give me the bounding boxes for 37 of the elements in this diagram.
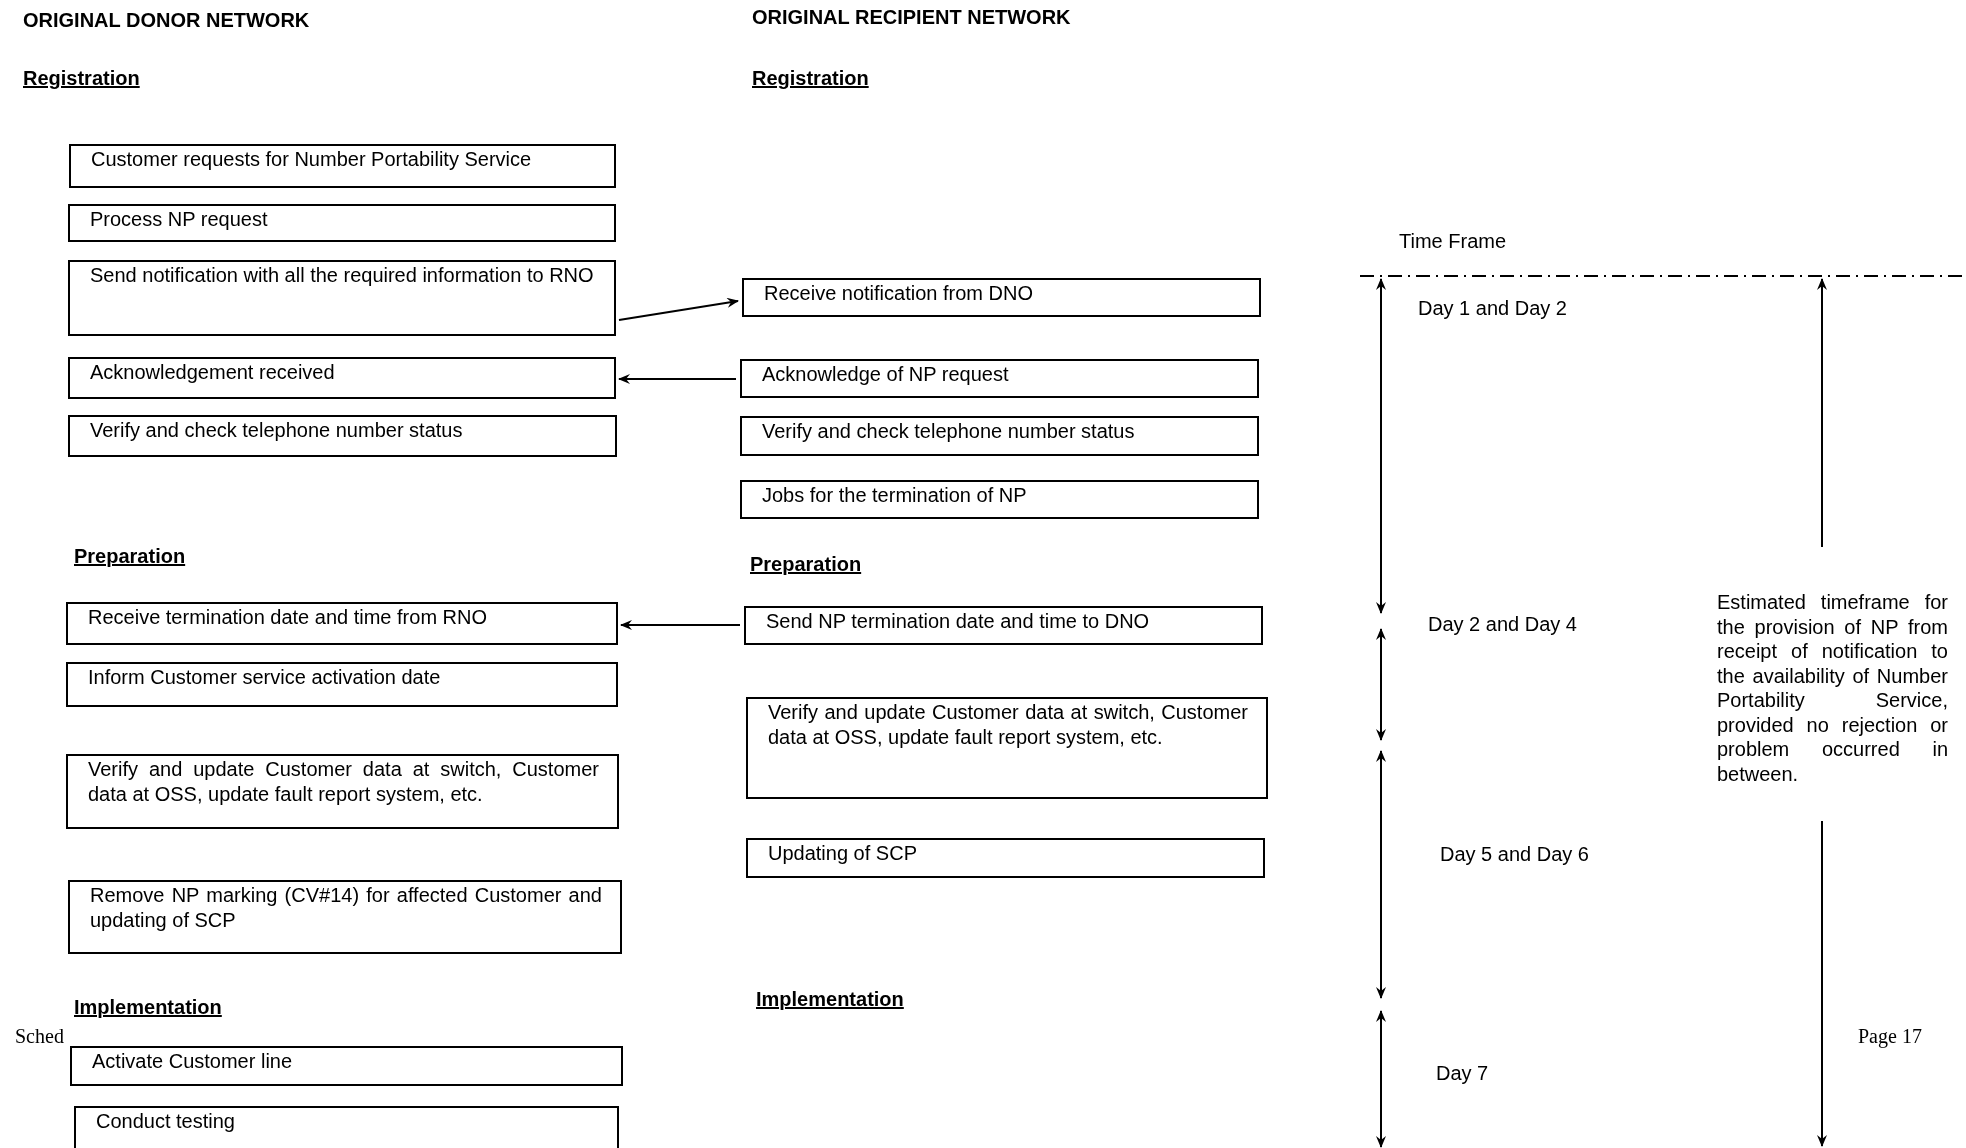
section-heading: Registration bbox=[752, 66, 869, 91]
process-box: Receive termination date and time from RNO bbox=[66, 602, 618, 645]
process-box: Verify and update Customer data at switch, Customer data at OSS, update fault report system, etc. bbox=[66, 754, 619, 829]
process-box: Process NP request bbox=[68, 204, 616, 242]
process-box: Verify and update Customer data at switch, Customer data at OSS, update fault report system, etc. bbox=[746, 697, 1268, 799]
note-text: Day 7 bbox=[1436, 1061, 1489, 1086]
process-box: Activate Customer line bbox=[70, 1046, 623, 1086]
process-box: Verify and check telephone number status bbox=[740, 416, 1259, 456]
note-text: Estimated timeframe for the provision of NP from receipt of notification to the availability of Number Portability Service, provided no rejection or problem occurred in between. bbox=[1717, 590, 1948, 786]
section-heading: Preparation bbox=[74, 544, 186, 569]
note-text: Day 1 and Day 2 bbox=[1418, 296, 1567, 321]
process-box: Verify and check telephone number status bbox=[68, 415, 617, 457]
process-box: Send notification with all the required information to RNO bbox=[68, 260, 616, 336]
section-title: ORIGINAL RECIPIENT NETWORK bbox=[752, 5, 1071, 30]
note-text: Day 2 and Day 4 bbox=[1428, 612, 1577, 637]
note-text: Time Frame bbox=[1399, 229, 1507, 254]
process-box: Inform Customer service activation date bbox=[66, 662, 618, 707]
section-heading: Preparation bbox=[750, 552, 862, 577]
process-box: Updating of SCP bbox=[746, 838, 1265, 878]
process-box: Remove NP marking (CV#14) for affected Customer and updating of SCP bbox=[68, 880, 622, 954]
section-title: ORIGINAL DONOR NETWORK bbox=[23, 8, 310, 33]
process-box: Send NP termination date and time to DNO bbox=[744, 606, 1263, 645]
section-heading: Implementation bbox=[74, 995, 222, 1020]
process-box: Customer requests for Number Portability Service bbox=[69, 144, 616, 188]
process-box: Receive notification from DNO bbox=[742, 278, 1261, 317]
section-heading: Implementation bbox=[756, 987, 904, 1012]
footer-text: Page 17 bbox=[1858, 1024, 1922, 1049]
process-box: Acknowledgement received bbox=[68, 357, 616, 399]
arrow bbox=[620, 620, 741, 630]
process-box: Acknowledge of NP request bbox=[740, 359, 1259, 398]
process-box: Conduct testing bbox=[74, 1106, 619, 1148]
footer-text: Sched bbox=[15, 1024, 64, 1049]
note-text: Day 5 and Day 6 bbox=[1440, 842, 1589, 867]
section-heading: Registration bbox=[23, 66, 140, 91]
process-box: Jobs for the termination of NP bbox=[740, 480, 1259, 519]
arrow bbox=[618, 297, 739, 321]
arrow bbox=[618, 374, 737, 384]
